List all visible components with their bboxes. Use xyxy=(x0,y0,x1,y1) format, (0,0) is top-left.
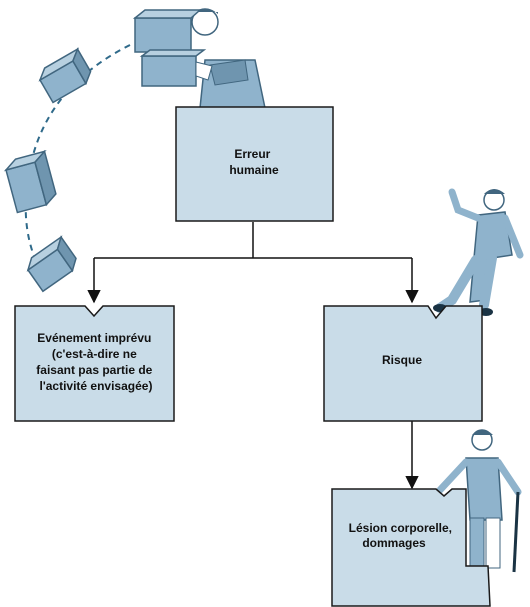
svg-text:Erreur humaine: Erreur humaine xyxy=(229,147,279,177)
worker-falling-icon xyxy=(433,188,524,316)
falling-boxes-icon xyxy=(3,47,92,293)
injury-line-2: dommages xyxy=(362,536,426,550)
risk-line-1: Risque xyxy=(382,353,422,367)
box-unforeseen-event xyxy=(14,305,175,422)
box-injury xyxy=(331,488,491,607)
human-error-line-2: humaine xyxy=(229,163,279,177)
svg-text:Evénement imprévu (c'est: Evénement imprévu (c'est-à-dire ne faisa… xyxy=(36,331,155,393)
node-risk: Risque xyxy=(323,305,483,422)
human-error-line-1: Erreur xyxy=(234,147,270,161)
unforeseen-event-line-1: Evénement imprévu xyxy=(37,331,151,345)
node-unforeseen-event: Evénement imprévu (c'est-à-dire ne faisa… xyxy=(14,305,175,422)
node-injury: Lésion corporelle, dommages xyxy=(331,488,491,607)
injured-worker-with-cane-icon xyxy=(436,429,522,573)
unforeseen-event-line-4: l'activité envisagée) xyxy=(40,379,153,393)
unforeseen-event-line-3: faisant pas partie de xyxy=(36,363,152,377)
svg-text:Risque: Risque xyxy=(382,353,422,367)
svg-text:Lésion corporelle, domma: Lésion corporelle, dommages xyxy=(349,521,456,550)
connectors xyxy=(87,222,419,490)
injury-line-1: Lésion corporelle, xyxy=(349,521,452,535)
box-risk xyxy=(323,305,483,422)
box-human-error xyxy=(175,106,334,222)
worker-carrying-boxes-icon xyxy=(132,8,266,109)
node-human-error: Erreur humaine xyxy=(175,106,334,222)
unforeseen-event-line-2: (c'est-à-dire ne xyxy=(52,347,137,361)
